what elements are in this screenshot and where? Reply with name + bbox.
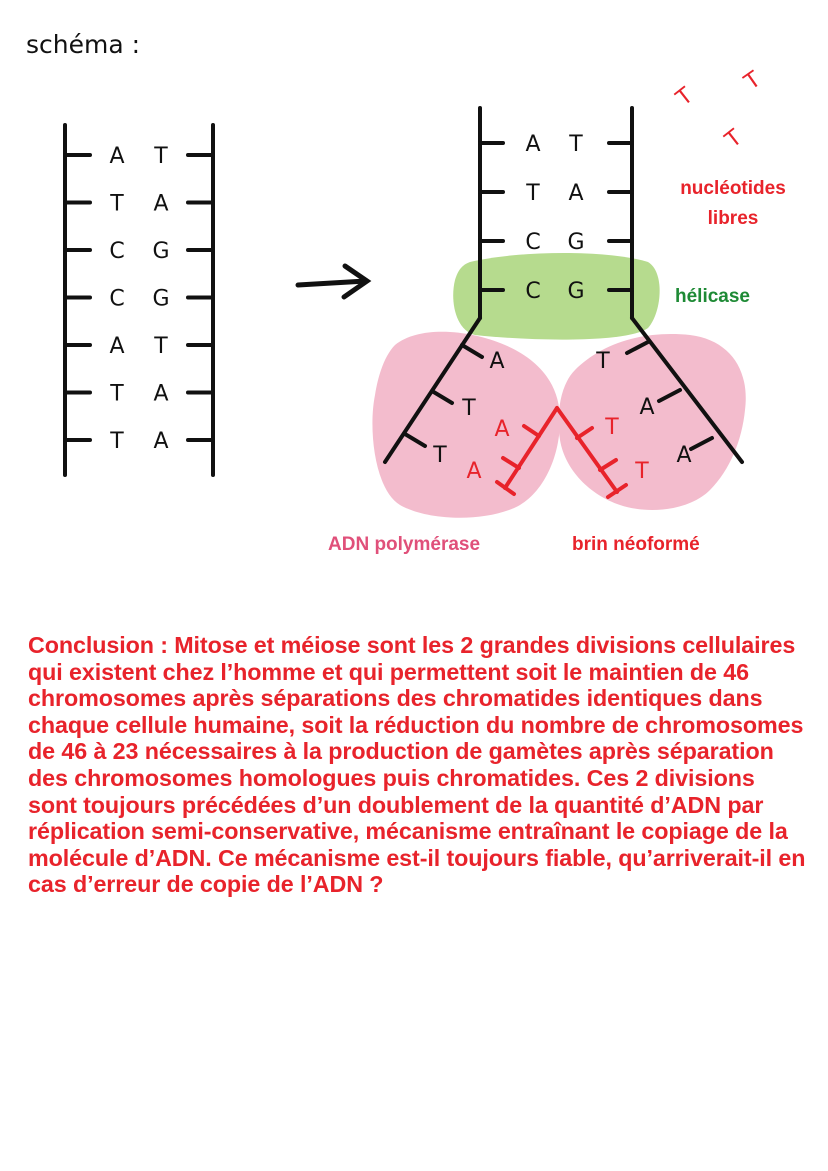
polymerase-blob-right bbox=[559, 334, 746, 510]
left-base-letter: A bbox=[153, 429, 168, 454]
left-base-letter: G bbox=[152, 239, 169, 264]
new-strand-right-letter: T bbox=[634, 459, 649, 484]
left-base-letter: A bbox=[109, 144, 124, 169]
fork-left-old-letter: A bbox=[489, 349, 504, 374]
arrow-icon bbox=[298, 266, 367, 297]
right-base-letter: T bbox=[568, 132, 583, 157]
left-base-letter: C bbox=[109, 287, 124, 312]
free-nucleotide-letter: T bbox=[720, 125, 747, 154]
left-base-letter: A bbox=[153, 382, 168, 407]
left-base-letter: A bbox=[109, 334, 124, 359]
fork-left-old-letter: T bbox=[461, 396, 476, 421]
right-base-letter: G bbox=[567, 279, 584, 304]
polymerase-label: ADN polymérase bbox=[328, 534, 480, 555]
helicase-label: hélicase bbox=[675, 286, 750, 307]
right-base-letter: T bbox=[525, 181, 540, 206]
fork-left-old-letter: T bbox=[432, 443, 447, 468]
helicase-blob bbox=[453, 253, 659, 340]
right-base-letter: A bbox=[568, 181, 583, 206]
right-base-letter: C bbox=[525, 230, 540, 255]
new-strand-right-letter: T bbox=[604, 415, 619, 440]
new-strand-label: brin néoformé bbox=[572, 534, 700, 555]
left-base-letter: A bbox=[153, 192, 168, 217]
right-base-letter: C bbox=[525, 279, 540, 304]
left-base-letter: T bbox=[109, 192, 124, 217]
polymerase-blob-left bbox=[372, 332, 560, 518]
fork-right-old-letter: T bbox=[595, 349, 610, 374]
left-base-letter: T bbox=[153, 334, 168, 359]
new-strand-left-letter: A bbox=[494, 417, 509, 442]
left-base-letter: T bbox=[109, 429, 124, 454]
conclusion-paragraph: Conclusion : Mitose et méiose sont les 2… bbox=[28, 632, 808, 898]
fork-right-old-letter: A bbox=[639, 395, 654, 420]
left-base-letter: C bbox=[109, 239, 124, 264]
free-nucleotides-label-line2: libres bbox=[708, 208, 759, 229]
free-nucleotide-letter: T bbox=[671, 83, 698, 112]
left-base-letter: G bbox=[152, 287, 169, 312]
left-base-letter: T bbox=[109, 382, 124, 407]
free-nucleotide-letter: T bbox=[739, 67, 766, 96]
left-base-letter: T bbox=[153, 144, 168, 169]
free-nucleotides-label-line1: nucléotides bbox=[680, 178, 786, 199]
fork-right-old-letter: A bbox=[676, 443, 691, 468]
new-strand-left-letter: A bbox=[466, 459, 481, 484]
right-base-letter: A bbox=[525, 132, 540, 157]
right-base-letter: G bbox=[567, 230, 584, 255]
